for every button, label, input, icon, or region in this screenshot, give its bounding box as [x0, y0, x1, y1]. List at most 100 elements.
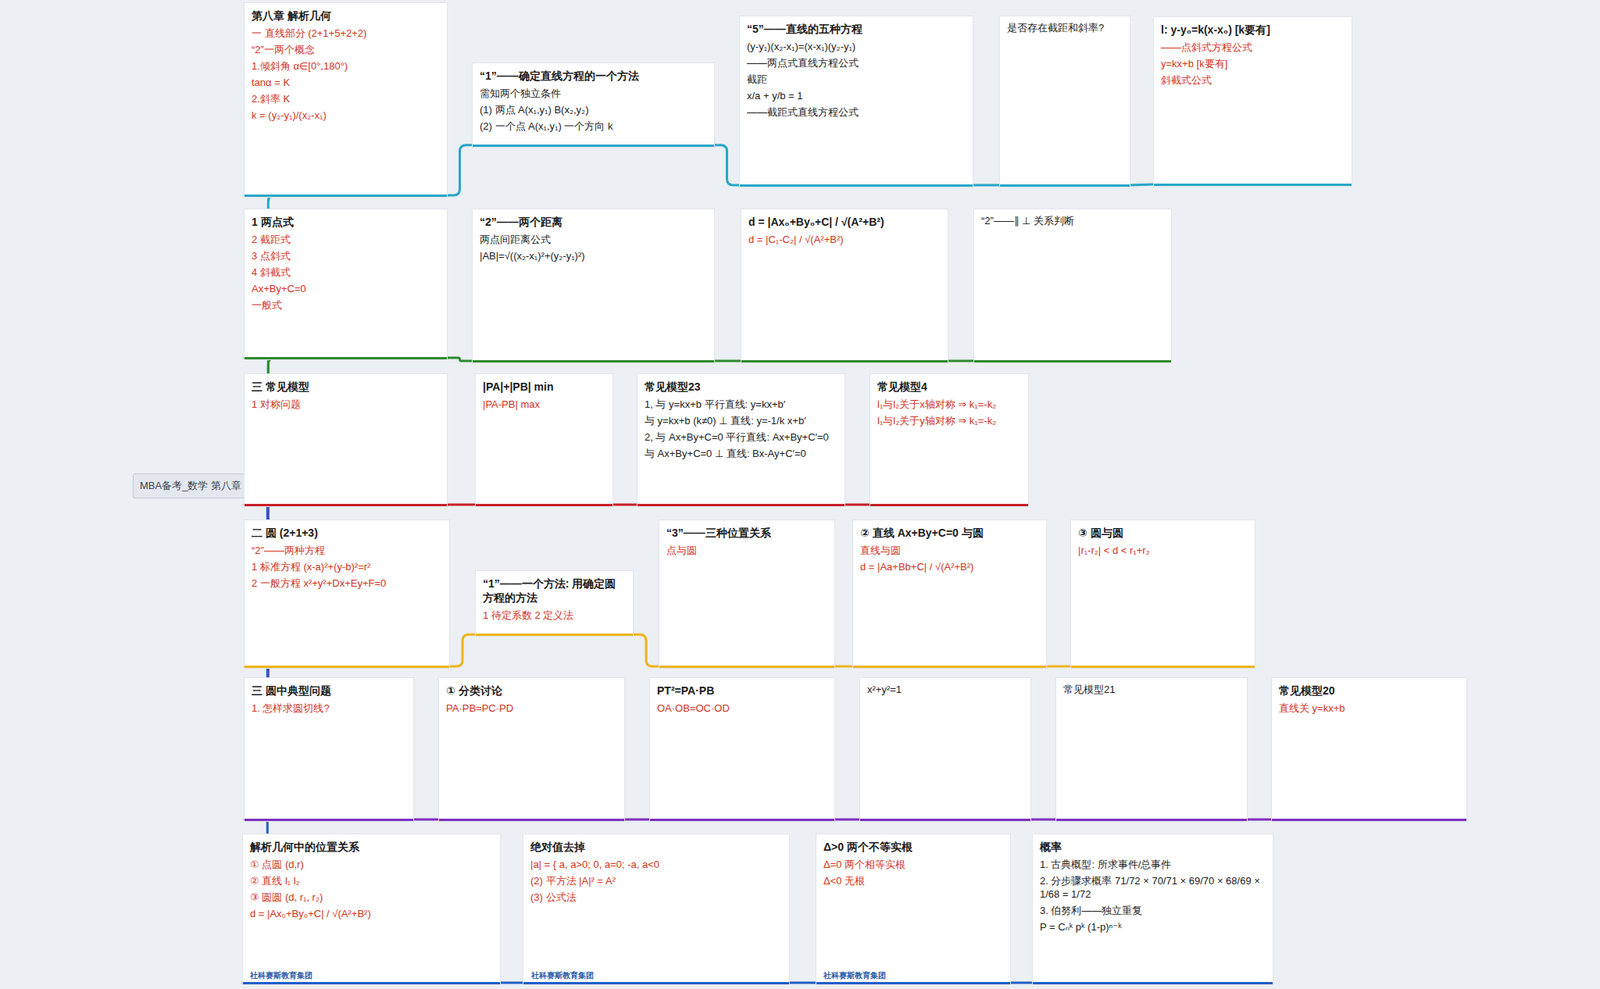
note-line: 一般式: [251, 299, 440, 313]
branch-line: [834, 665, 854, 668]
note-line: |AB|=√((x₂-x₁)²+(y₂-y₁)²): [479, 250, 708, 264]
note-heading: 三 常见模型: [251, 379, 440, 394]
note-line: 直线关 y=kx+b: [1278, 702, 1460, 716]
note-line: ——截距式直线方程公式: [746, 106, 966, 120]
branch-line: [624, 818, 650, 822]
note-card: |PA|+|PB| min |PA-PB| max: [475, 374, 613, 507]
note-line: 2 截距式: [251, 233, 440, 247]
branch-line: [446, 145, 473, 196]
note-line: 与 Ax+By+C=0 ⊥ 直线: Bx-Ay+C′=0: [644, 447, 838, 461]
note-card: ③ 圆与圆 |r₁-r₂| < d < r₁+r₂: [1071, 520, 1255, 668]
watermark: 社科赛斯教育集团: [821, 970, 888, 982]
branch-line: [1129, 184, 1154, 186]
note-card: 1 两点式 2 截距式 3 点斜式 4 斜截式 Ax+By+C=0 一般式: [244, 209, 447, 360]
note-line: 3. 伯努利——独立重复: [1039, 904, 1266, 918]
note-line: P = Cₙᵏ pᵏ (1-p)ⁿ⁻ᵏ: [1039, 921, 1266, 935]
note-line: 2.斜率 K: [251, 92, 440, 107]
note-line: 截距: [746, 73, 966, 87]
branch-line: [1046, 665, 1072, 668]
branch-line: [714, 360, 742, 363]
note-card: “3”——三种位置关系点与圆: [659, 520, 835, 668]
note-card: Δ>0 两个不等实根Δ=0 两个相等实根Δ<0 无根: [816, 834, 1011, 985]
note-line: 2 一般方程 x²+y²+Dx+Ey+F=0: [251, 577, 443, 591]
note-heading: 常见模型23: [644, 379, 838, 394]
branch-line: [972, 184, 1000, 187]
note-card: 三 常见模型 1 对称问题: [244, 374, 447, 507]
note-line: 需知两个独立条件: [479, 87, 708, 101]
note-card: 二 圆 (2+1+3)“2”——两种方程1 标准方程 (x-a)²+(y-b)²…: [244, 520, 450, 668]
note-line: d = |Aa+Bb+C| / √(A²+B²): [860, 560, 1040, 575]
note-line: “2”一两个概念: [251, 43, 440, 58]
branch-line: [1010, 982, 1033, 985]
note-heading: “5”——直线的五种方程: [746, 21, 966, 36]
note-heading: |PA|+|PB| min: [482, 379, 606, 394]
note-line: d = |C₁-C₂| / √(A²+B²): [748, 233, 941, 247]
note-line: 1. 怎样求圆切线?: [251, 702, 407, 716]
branch-line: [789, 982, 817, 985]
note-line: |r₁-r₂| < d < r₁+r₂: [1078, 544, 1248, 558]
branch-line: [446, 503, 476, 507]
note-line: k = (y₂-y₁)/(x₂-x₁): [251, 109, 440, 123]
note-line: 2, 与 Ax+By+C=0 平行直线: Ax+By+C′=0: [644, 431, 838, 445]
note-line: ——点斜式方程公式: [1160, 41, 1345, 55]
note-line: ① 点圆 (d,r): [250, 858, 493, 872]
note-heading: 1 两点式: [251, 214, 440, 229]
note-line: (3) 公式法: [530, 891, 783, 905]
branch-line: [947, 360, 975, 363]
note-line: 1 对称问题: [251, 398, 440, 412]
note-line: 1, 与 y=kx+b 平行直线: y=kx+b′: [644, 398, 838, 412]
branch-line: [500, 982, 524, 985]
note-line: d = |Ax₀+By₀+C| / √(A²+B²): [250, 907, 493, 922]
note-line: |PA-PB| max: [482, 398, 606, 412]
branch-line: [449, 634, 476, 667]
note-line: 1.倾斜角 α∈[0°,180°): [251, 60, 440, 74]
note-line: “2”——两种方程: [251, 544, 443, 558]
note-heading: “2”——∥ ⊥ 关系判断: [981, 214, 1165, 229]
branch-line: [413, 818, 440, 822]
note-heading: ③ 圆与圆: [1078, 525, 1248, 540]
note-line: 与 y=kx+b (k≠0) ⊥ 直线: y=-1/k x+b′: [644, 414, 838, 429]
note-line: |a| = { a, a>0; 0, a=0; -a, a<0: [530, 858, 783, 872]
note-line: 两点间距离公式: [479, 233, 708, 247]
note-line: l₁与l₂关于x轴对称 ⇒ k₁=-k₂: [877, 398, 1022, 412]
note-line: 1. 古典概型: 所求事件/总事件: [1039, 858, 1266, 872]
note-card: “1”——一个方法: 用确定圆方程的方法1 待定系数 2 定义法: [475, 571, 633, 636]
note-line: 2. 分步骤求概率 71/72 × 70/71 × 69/70 × 68/69 …: [1039, 875, 1266, 902]
note-heading: ② 直线 Ax+By+C=0 与圆: [860, 525, 1040, 540]
note-heading: 常见模型20: [1278, 683, 1460, 698]
note-card: 解析几何中的位置关系① 点圆 (d,r)② 直线 l₁ l₂③ 圆圆 (d, r…: [242, 834, 500, 985]
note-heading: 常见模型4: [877, 379, 1022, 394]
note-card: 概率 1. 古典概型: 所求事件/总事件 2. 分步骤求概率 71/72 × 70/…: [1032, 834, 1273, 985]
branch-line: [612, 503, 638, 507]
note-line: l₁与l₂关于y轴对称 ⇒ k₁=-k₂: [877, 414, 1022, 429]
note-heading: 三 圆中典型问题: [251, 683, 407, 698]
note-line: 1 待定系数 2 定义法: [482, 609, 626, 623]
note-card: 三 圆中典型问题 1. 怎样求圆切线?: [244, 678, 414, 822]
note-line: 直线与圆: [860, 544, 1040, 558]
note-heading: “3”——三种位置关系: [666, 525, 828, 540]
note-line: (2) 平方法 |A|² = A²: [530, 875, 783, 889]
note-card: “2”——∥ ⊥ 关系判断: [974, 209, 1172, 363]
note-heading: 概率: [1039, 839, 1266, 854]
note-line: 4 斜截式: [251, 266, 440, 280]
note-line: y=kx+b [k要有]: [1160, 57, 1345, 72]
branch-line: [632, 634, 660, 667]
note-line: PA·PB=PC·PD: [446, 702, 618, 716]
note-line: OA·OB=OC·OD: [657, 702, 828, 716]
note-heading: ① 分类讨论: [446, 683, 618, 698]
note-line: (y-y₁)(x₂-x₁)=(x-x₁)(y₂-y₁): [746, 40, 966, 54]
note-line: ③ 圆圆 (d, r₁, r₂): [250, 891, 493, 905]
note-line: 3 点斜式: [251, 250, 440, 264]
note-line: Ax+By+C=0: [251, 282, 440, 297]
note-line: 一 直线部分 (2+1+5+2+2): [251, 27, 440, 41]
note-heading: 解析几何中的位置关系: [250, 839, 493, 854]
note-card: 常见模型23 1, 与 y=kx+b 平行直线: y=kx+b′ 与 y=kx+b …: [637, 374, 845, 507]
note-line: 点与圆: [666, 544, 828, 558]
branch-line: [844, 503, 871, 507]
note-card: x²+y²=1: [860, 678, 1031, 822]
branch-line: [446, 357, 473, 361]
note-card: 第八章 解析几何一 直线部分 (2+1+5+2+2)“2”一两个概念1.倾斜角 …: [244, 3, 447, 197]
note-line: (1) 两点 A(x₁,y₁) B(x₂,y₂): [479, 103, 708, 118]
branch-line: [1246, 818, 1272, 822]
